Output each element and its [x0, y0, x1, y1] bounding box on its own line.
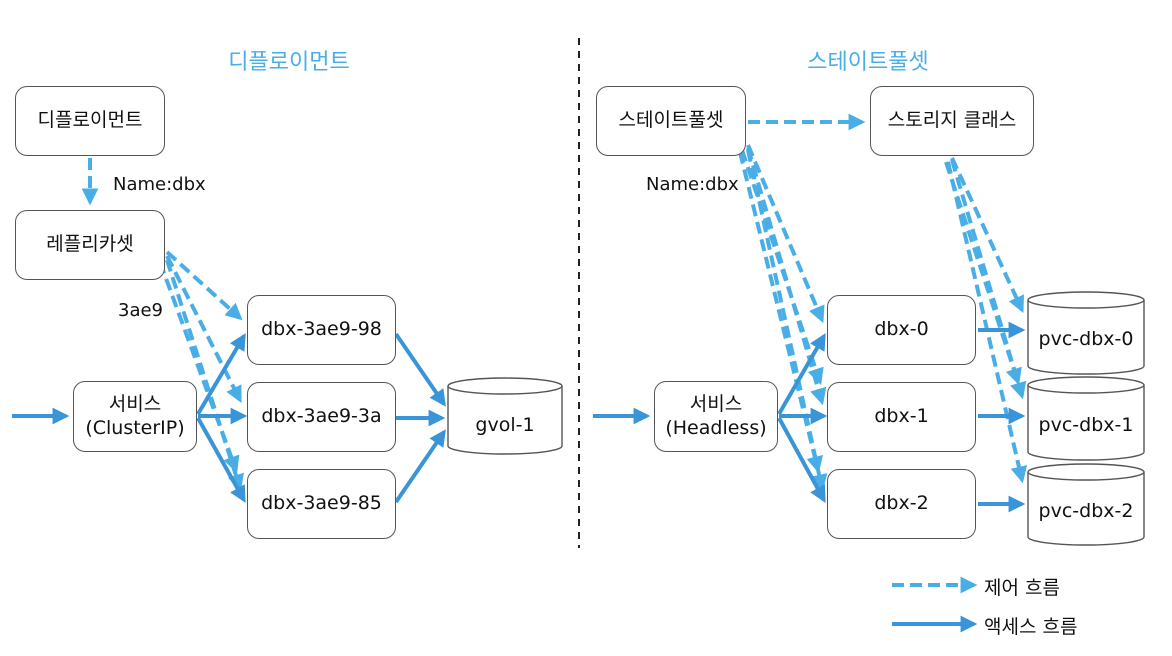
pod-label: dbx-3ae9-98 [261, 318, 382, 341]
pod-label: dbx-3ae9-3a [261, 405, 382, 428]
clusterip-service-label-line2: (ClusterIP) [85, 416, 185, 439]
control-arrow-statefulset-to-pod-1b [740, 149, 824, 386]
pod-dbx-1[interactable]: dbx-1 [827, 382, 976, 452]
volume-pvc-dbx-0-label: pvc-dbx-0 [1038, 328, 1134, 350]
pod-label: dbx-0 [874, 318, 929, 341]
access-arrow-headless-to-pod-0 [777, 333, 826, 415]
replicaset-hash-label: 3ae9 [118, 300, 164, 321]
legend-access-label: 액세스 흐름 [984, 616, 1078, 638]
volume-gvol-1-label: gvol-1 [475, 414, 535, 436]
access-arrow-service-to-pod-98 [196, 333, 246, 416]
volume-pvc-dbx-2-label: pvc-dbx-2 [1038, 500, 1134, 522]
storage-class-node[interactable]: 스토리지 클래스 [870, 86, 1034, 156]
control-arrow-storageclass-to-pvc-0 [950, 157, 1025, 314]
control-arrow-replicaset-to-pod-3a [165, 255, 242, 403]
pod-dbx-2[interactable]: dbx-2 [827, 469, 976, 539]
deployment-name-label: Name:dbx [113, 174, 206, 195]
storage-class-node-label: 스토리지 클래스 [887, 109, 1017, 132]
deployment-node[interactable]: 디플로이먼트 [15, 86, 165, 156]
pod-dbx-0[interactable]: dbx-0 [827, 295, 976, 365]
control-arrow-replicaset-to-pod-85b [158, 261, 240, 474]
replicaset-node[interactable]: 레플리카셋 [15, 210, 165, 280]
volume-pvc-dbx-1-label: pvc-dbx-1 [1038, 414, 1134, 436]
statefulset-section-title: 스테이트풀셋 [807, 50, 929, 75]
access-arrow-pod-85-to-gvol [394, 429, 446, 504]
control-arrow-statefulset-to-pod-0 [746, 144, 825, 324]
deployment-section-title: 디플로이먼트 [228, 50, 350, 75]
volume-pvc-dbx-2 [1027, 463, 1145, 546]
deployment-node-label: 디플로이먼트 [37, 109, 143, 132]
control-arrow-storageclass-to-pvc-2 [946, 161, 1028, 484]
pod-dbx-3ae9-98[interactable]: dbx-3ae9-98 [247, 295, 396, 365]
headless-service-label-line1: 서비스 [689, 392, 743, 415]
headless-service-label-line2: (Headless) [665, 416, 767, 439]
statefulset-node[interactable]: 스테이트풀셋 [596, 86, 746, 156]
pod-dbx-3ae9-3a[interactable]: dbx-3ae9-3a [247, 382, 396, 452]
pod-dbx-3ae9-85[interactable]: dbx-3ae9-85 [247, 469, 396, 539]
pod-label: dbx-1 [874, 405, 929, 428]
headless-service-node[interactable]: 서비스 (Headless) [654, 381, 778, 452]
access-arrow-pod-98-to-gvol [394, 332, 446, 407]
statefulset-name-label: Name:dbx [646, 174, 739, 195]
clusterip-service-label-line1: 서비스 [108, 392, 162, 415]
access-arrow-service-to-pod-85 [196, 417, 246, 503]
replicaset-node-label: 레플리카셋 [46, 233, 134, 256]
control-arrow-replicaset-to-pod-98 [165, 250, 243, 321]
volume-pvc-dbx-1 [1027, 376, 1145, 461]
access-arrow-headless-to-pod-2 [777, 417, 826, 503]
pod-label: dbx-2 [874, 492, 929, 515]
volume-gvol-1 [447, 377, 563, 455]
statefulset-node-label: 스테이트풀셋 [618, 109, 724, 132]
volume-pvc-dbx-0 [1027, 291, 1145, 375]
legend-control-label: 제어 흐름 [984, 577, 1060, 599]
clusterip-service-node[interactable]: 서비스 (ClusterIP) [73, 381, 197, 452]
pod-label: dbx-3ae9-85 [261, 492, 382, 515]
